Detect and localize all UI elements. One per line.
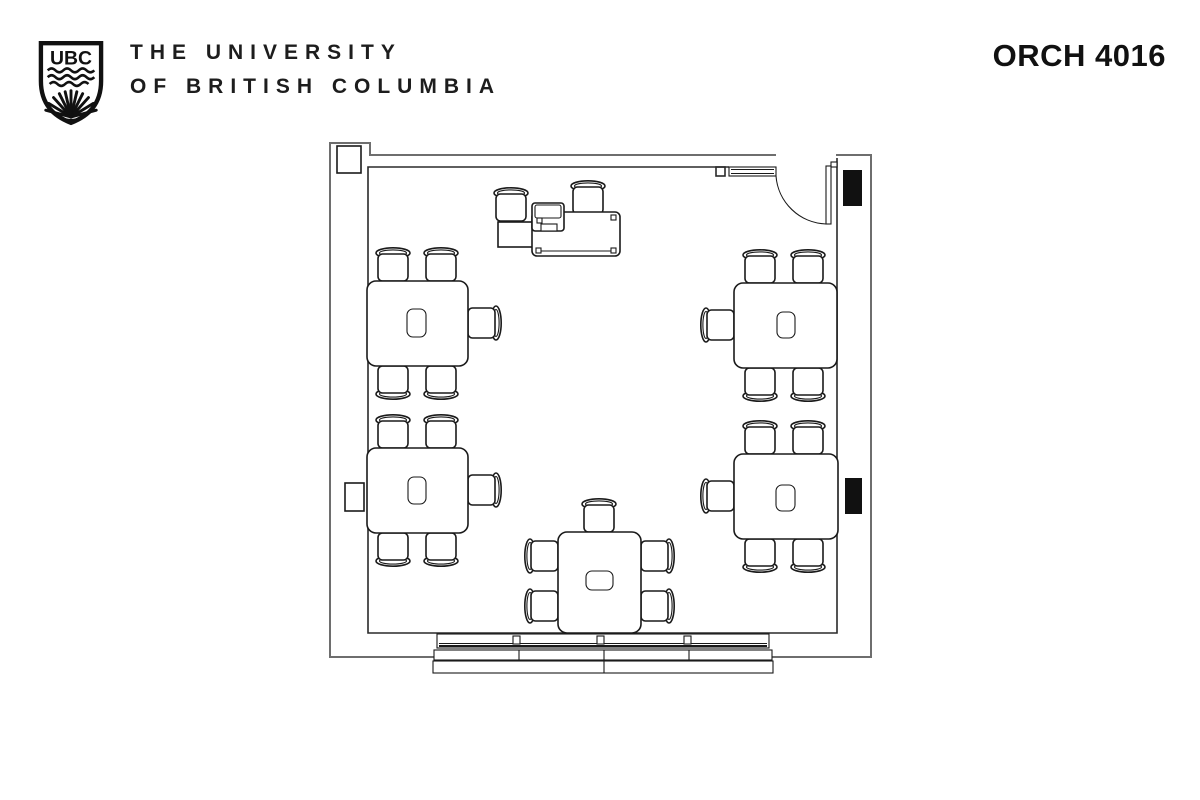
chair: [790, 419, 826, 455]
chair: [790, 538, 826, 574]
lectern-equipment: [531, 202, 565, 232]
door-swing-arc: [775, 175, 827, 225]
student-table-middle-right: [699, 419, 839, 574]
column-middle-left: [344, 482, 365, 512]
side-table: [497, 221, 536, 248]
whiteboard: [432, 633, 774, 674]
university-wordmark: THE UNIVERSITY OF BRITISH COLUMBIA: [130, 36, 501, 104]
chair: [742, 538, 778, 574]
wordmark-line-2: OF BRITISH COLUMBIA: [130, 75, 501, 98]
cable-grommet: [406, 308, 427, 338]
whiteboard-clip: [683, 635, 692, 645]
whiteboard-clip: [512, 635, 521, 645]
instructor-station: [493, 180, 621, 257]
chair: [375, 365, 411, 401]
whiteboard-clip: [596, 635, 605, 645]
whiteboard-tray: [433, 649, 773, 661]
chair: [467, 305, 503, 341]
wall-panel-upper: [843, 170, 862, 206]
cable-grommet: [776, 311, 796, 339]
wall-panel-middle: [845, 478, 862, 514]
door: [728, 161, 838, 225]
chair: [640, 588, 676, 624]
chair: [423, 532, 459, 568]
door-hinge: [830, 161, 838, 168]
chair: [423, 247, 459, 282]
chair: [742, 249, 778, 284]
chair: [742, 367, 778, 403]
chair: [790, 249, 826, 284]
cable-grommet: [585, 570, 614, 591]
student-table-middle-left: [366, 413, 503, 568]
student-table-top-left: [366, 247, 503, 401]
door-leaf: [825, 165, 832, 225]
chair: [523, 538, 559, 574]
ubc-crest-logo: UBC: [38, 40, 104, 126]
logo-acronym: UBC: [50, 48, 92, 70]
chair: [699, 307, 735, 343]
chair: [423, 365, 459, 401]
room-number-label: ORCH 4016: [992, 38, 1166, 73]
chair: [375, 247, 411, 282]
sidelight-window: [728, 166, 777, 177]
chair: [570, 180, 606, 215]
student-table-bottom-center: [523, 497, 676, 634]
column-top-left: [336, 145, 362, 174]
whiteboard-base: [432, 660, 774, 674]
chair: [375, 532, 411, 568]
ubc-crest-icon: UBC: [38, 41, 104, 126]
chair: [581, 497, 617, 533]
chair: [790, 367, 826, 403]
chair: [493, 187, 529, 222]
wordmark-line-1: THE UNIVERSITY: [130, 41, 402, 64]
chair: [742, 419, 778, 455]
chair: [423, 413, 459, 449]
cable-grommet: [407, 476, 427, 505]
cable-grommet: [775, 484, 796, 512]
header: UBC: [0, 0, 1200, 130]
chair: [699, 478, 735, 514]
chair: [640, 538, 676, 574]
chair: [467, 472, 503, 508]
door-frame-block: [715, 166, 726, 177]
chair: [375, 413, 411, 449]
student-table-top-right: [699, 249, 838, 403]
chair: [523, 588, 559, 624]
